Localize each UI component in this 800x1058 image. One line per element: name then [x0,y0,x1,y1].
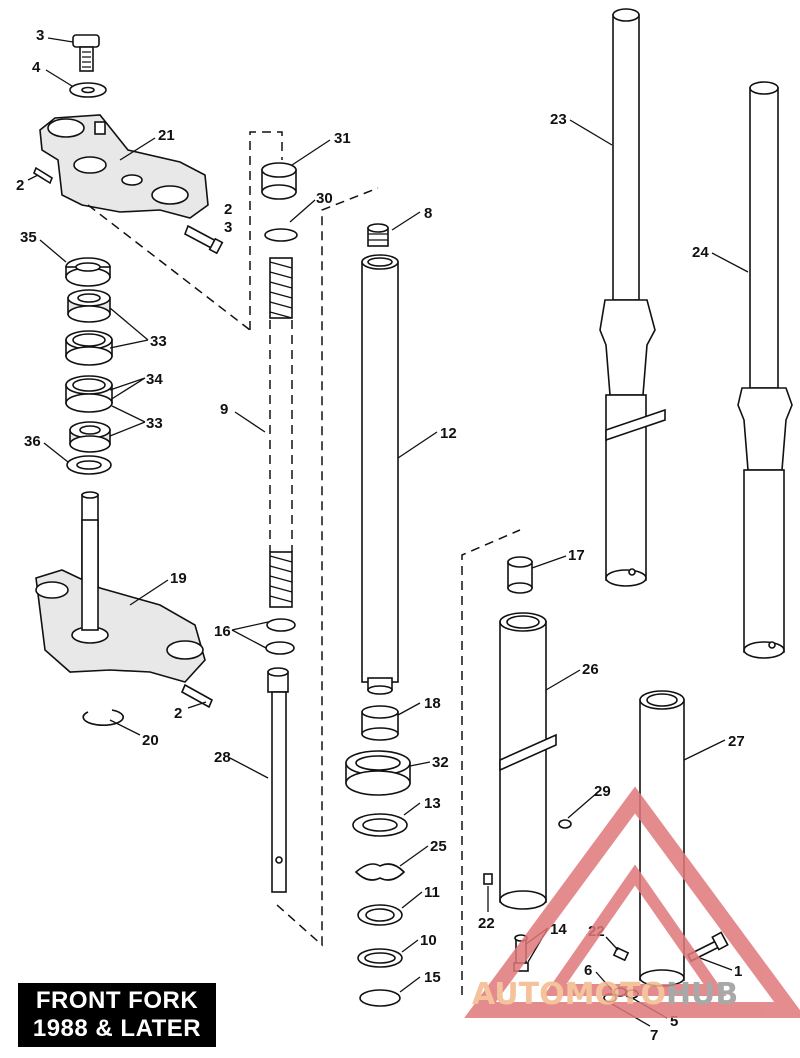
bearing-33-lower [69,421,111,453]
race-34 [65,375,113,413]
callout-32: 32 [432,754,449,771]
callout-14: 14 [550,921,567,938]
callout-28: 28 [214,749,231,766]
bolt-3 [72,34,100,72]
bolt-2-upper-left [33,166,53,185]
ring-15 [359,989,401,1007]
callout-2: 2 [174,705,182,722]
callout-26: 26 [582,661,599,678]
watermark-text-hub: HUB [666,977,738,1012]
callout-31: 31 [334,130,351,147]
callout-35: 35 [20,229,37,246]
callout-21: 21 [158,127,175,144]
spring-9 [269,257,293,608]
assembly-line-17 [461,529,521,995]
race-33-upper [65,330,113,366]
ring-30 [264,228,298,242]
callout-8: 8 [424,205,432,222]
screw-22-right [612,946,630,962]
title-line-2: 1988 & LATER [32,1015,202,1042]
diagram-title-box: FRONT FORK 1988 & LATER [18,983,216,1047]
fork-tube-12 [361,254,399,695]
callout-33: 33 [150,333,167,350]
callout-2: 2 [16,177,24,194]
assembly-line-31 [249,131,283,330]
bushing-32 [345,750,411,796]
assembly-line-bracket [87,204,251,331]
seal-11 [357,904,403,926]
bolt-2-lower [180,683,214,709]
callout-3: 3 [224,219,232,236]
callout-16: 16 [214,623,231,640]
spacer-10 [357,948,403,968]
callout-30: 30 [316,190,333,207]
callout-3: 3 [36,27,44,44]
damper-rod-28 [267,667,289,893]
plug-29 [558,819,572,829]
rings-16 [265,618,296,655]
callout-4: 4 [32,59,41,76]
watermark-text-moto: MOTO [565,977,666,1012]
bearing-33-upper [67,289,111,323]
callout-2: 2 [224,201,232,218]
callout-24: 24 [692,244,709,261]
callout-5: 5 [670,1013,678,1030]
bolt-2-upper-right [184,224,224,255]
lower-bracket-19 [35,491,206,683]
seal-25 [354,863,406,881]
upper-bracket-21 [39,114,209,219]
callout-25: 25 [430,838,447,855]
callout-17: 17 [568,547,585,564]
slider-23 [599,8,666,587]
callout-27: 27 [728,733,745,750]
callout-29: 29 [594,783,611,800]
callout-36: 36 [24,433,41,450]
callout-33: 33 [146,415,163,432]
seal-36 [66,455,112,475]
callout-34: 34 [146,371,163,388]
callout-18: 18 [424,695,441,712]
title-line-1: FRONT FORK [35,987,199,1014]
assembly-line-28 [276,187,379,947]
watermark-text-auto: AUTO [472,977,565,1012]
washer-13 [352,813,408,837]
callout-20: 20 [142,732,159,749]
callout-22: 22 [478,915,495,932]
callout-12: 12 [440,425,457,442]
automotohub-watermark: AUTOMOTOHUB [464,786,800,1018]
spring-9-continuation [269,320,293,552]
callout-23: 23 [550,111,567,128]
callout-10: 10 [420,932,437,949]
svg-text:AUTOMOTOHUB: AUTOMOTOHUB [472,977,738,1012]
slider-26 [499,612,557,910]
spacer-8 [367,223,389,247]
callout-11: 11 [424,884,440,901]
stop-17 [507,556,533,594]
callout-19: 19 [170,570,187,587]
bushing-18 [361,705,399,741]
slider-27 [639,690,685,987]
callout-6: 6 [584,962,592,979]
callout-1: 1 [734,963,742,980]
callout-13: 13 [424,795,441,812]
washer-4 [69,82,107,98]
callout-7: 7 [650,1027,658,1044]
seal-35 [65,257,111,287]
screw-22-left [483,873,493,885]
callout-9: 9 [220,401,228,418]
plug-31 [261,162,297,200]
callout-15: 15 [424,969,441,986]
slider-24 [737,81,793,659]
